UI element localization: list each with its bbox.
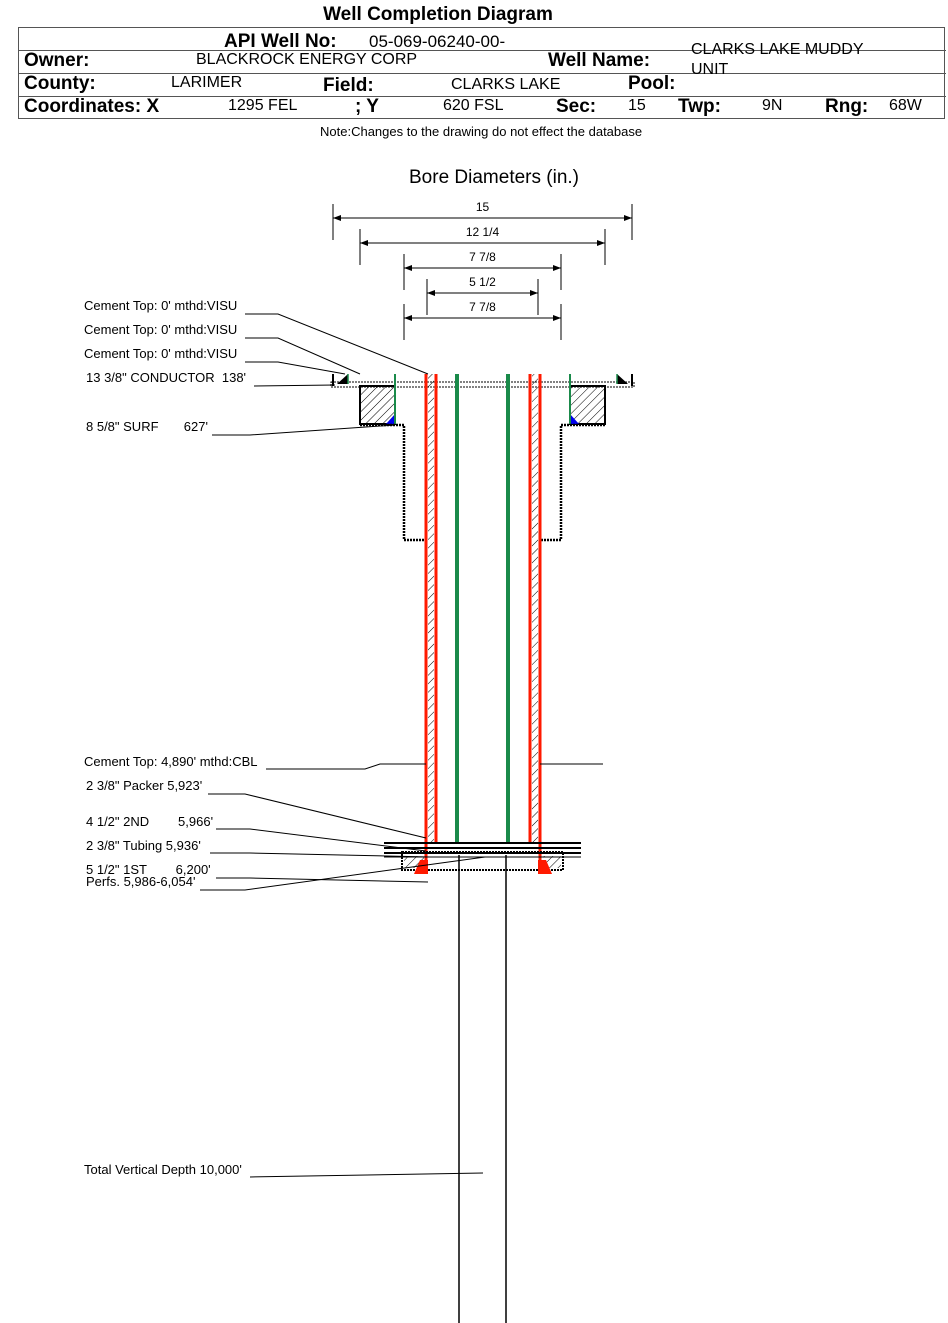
first-casing-label: 5 1/2" 1ST 6,200': [86, 862, 211, 877]
well-name-label: Well Name:: [548, 50, 651, 71]
rng-value: 68W: [889, 97, 922, 114]
total-depth-label: Total Vertical Depth 10,000': [84, 1162, 242, 1177]
row-divider: [18, 96, 946, 97]
row-divider: [18, 50, 946, 51]
county-label: County:: [24, 73, 96, 94]
cement-top-label: Cement Top: 0' mthd:VISU: [84, 298, 238, 313]
api-label: API Well No:: [224, 31, 337, 52]
page-title: Well Completion Diagram: [323, 4, 553, 25]
bore-diameter-label: 7 7/8: [469, 300, 496, 314]
packer: [384, 842, 581, 874]
production-casing: [424, 374, 542, 870]
field-value: CLARKS LAKE: [451, 76, 561, 93]
owner-value: BLACKROCK ENERGY CORP: [196, 51, 418, 68]
bore-diameter-label: 15: [475, 200, 490, 214]
well-name-value: CLARKS LAKE MUDDY: [691, 41, 864, 58]
bore-diameter-label: 7 7/8: [469, 250, 496, 264]
bore-diameter-label: 12 1/4: [465, 225, 500, 239]
cement-top-label: Cement Top: 4,890' mthd:CBL: [84, 754, 258, 769]
open-hole: [458, 855, 507, 1323]
sec-value: 15: [628, 97, 646, 114]
bore-diameter-label: 5 1/2: [469, 275, 496, 289]
cement-top-label: Cement Top: 0' mthd:VISU: [84, 346, 238, 361]
note: Note:Changes to the drawing do not effec…: [320, 124, 643, 139]
leader-lines: [200, 313, 603, 1178]
row-divider: [18, 73, 946, 74]
bore-dimension-lines: [332, 204, 633, 340]
twp-value: 9N: [762, 97, 783, 114]
cement-top-label: Cement Top: 0' mthd:VISU: [84, 322, 238, 337]
bore-title: Bore Diameters (in.): [409, 167, 579, 188]
pool-label: Pool:: [628, 73, 676, 94]
surface-casing-label: 8 5/8" SURF 627': [86, 419, 208, 434]
twp-label: Twp:: [678, 96, 721, 117]
rng-label: Rng:: [825, 96, 869, 117]
tubing: [455, 374, 510, 842]
conductor-label: 13 3/8" CONDUCTOR 138': [86, 370, 247, 385]
cement-wedge: [337, 374, 348, 384]
owner-label: Owner:: [24, 50, 90, 71]
surface-casing: [359, 374, 606, 542]
second-casing-label: 4 1/2" 2ND 5,966': [86, 814, 214, 829]
coord-y-label: ; Y: [355, 96, 379, 117]
coord-x-label: Coordinates: X: [24, 96, 160, 117]
conductor-casing: [330, 374, 635, 388]
coord-y-value: 620 FSL: [443, 97, 504, 114]
well-name-value-2: UNIT: [691, 61, 729, 78]
tubing-label: 2 3/8" Tubing 5,936': [86, 838, 201, 853]
sec-label: Sec:: [556, 96, 597, 117]
packer-label: 2 3/8" Packer 5,923': [86, 778, 203, 793]
perfs-label: Perfs. 5,986-6,054': [86, 874, 196, 889]
coord-x-value: 1295 FEL: [228, 97, 298, 114]
county-value: LARIMER: [171, 74, 243, 91]
cement-wedge: [617, 374, 628, 384]
api-value: 05-069-06240-00-: [369, 32, 506, 51]
field-label: Field:: [323, 75, 374, 96]
